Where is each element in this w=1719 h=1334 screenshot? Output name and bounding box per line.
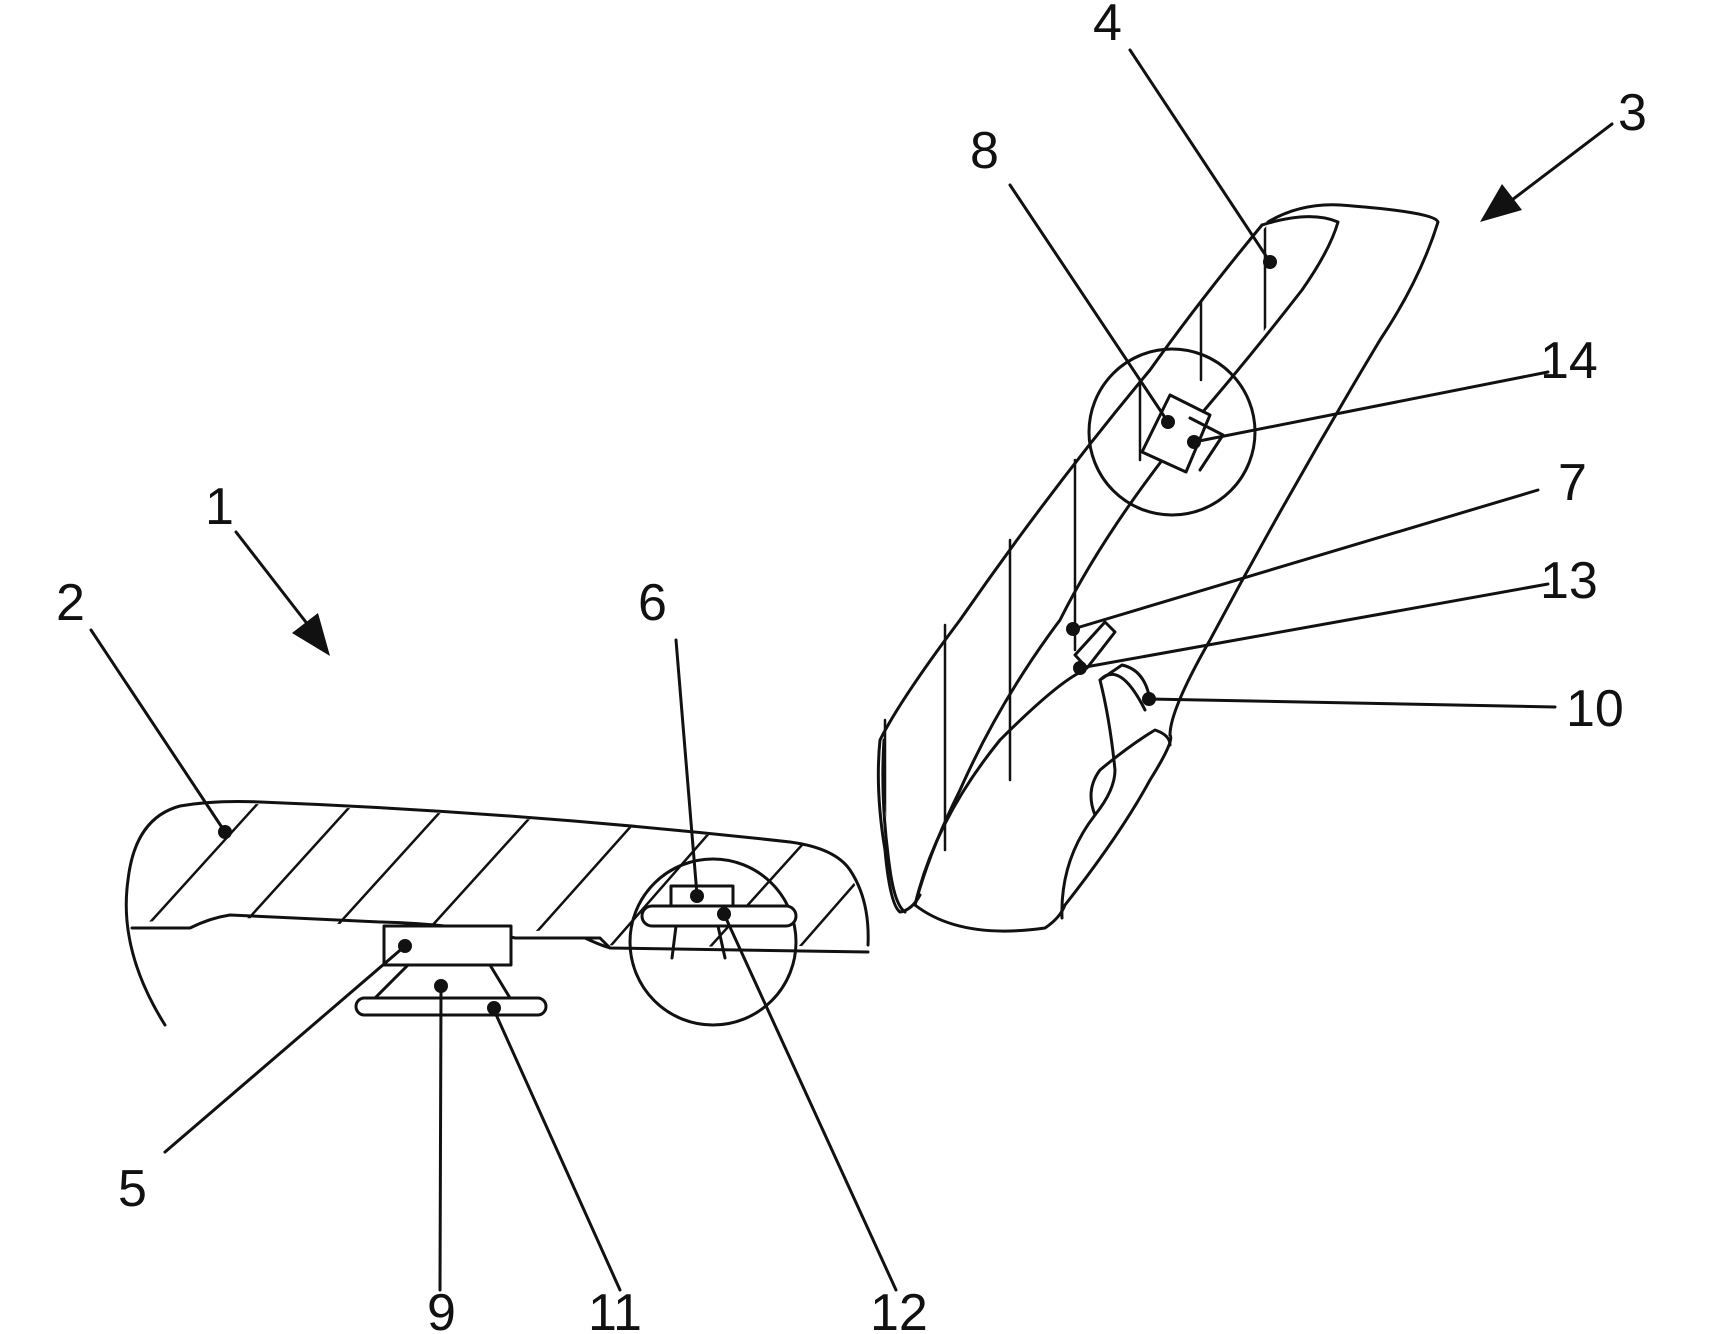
leader-6 — [676, 640, 697, 895]
label-4: 4 — [1093, 0, 1122, 52]
back-hatching — [885, 225, 1265, 900]
component-11-rail — [356, 998, 546, 1015]
leader-10 — [1149, 699, 1555, 707]
detail-circle-8-14 — [1089, 349, 1255, 515]
leader-13 — [1080, 584, 1548, 668]
label-10: 10 — [1566, 680, 1624, 738]
leader-lines — [91, 50, 1555, 1290]
label-12: 12 — [870, 1284, 928, 1334]
label-13: 13 — [1540, 552, 1598, 610]
leader-9 — [440, 990, 441, 1290]
label-7: 7 — [1558, 454, 1587, 512]
seat-back — [878, 205, 1438, 931]
component-8-sensor — [1142, 395, 1210, 472]
label-14: 14 — [1540, 332, 1598, 390]
leader-4 — [1130, 50, 1270, 262]
reference-labels: 1 2 3 4 5 6 7 8 9 10 11 12 13 14 — [56, 0, 1647, 1334]
label-6: 6 — [638, 574, 667, 632]
label-3: 3 — [1618, 84, 1647, 142]
label-8: 8 — [970, 122, 999, 180]
label-2: 2 — [56, 574, 85, 632]
leader-14 — [1194, 372, 1548, 442]
label-9: 9 — [427, 1284, 456, 1334]
leader-12 — [724, 914, 896, 1290]
arrow-1 — [236, 532, 330, 656]
leader-5 — [165, 946, 405, 1152]
arrow-3 — [1480, 124, 1612, 222]
leader-2 — [91, 630, 225, 832]
leader-11 — [494, 1010, 620, 1290]
label-1: 1 — [205, 478, 234, 536]
label-5: 5 — [118, 1160, 147, 1218]
leader-8 — [1010, 185, 1168, 422]
label-11: 11 — [588, 1284, 642, 1334]
